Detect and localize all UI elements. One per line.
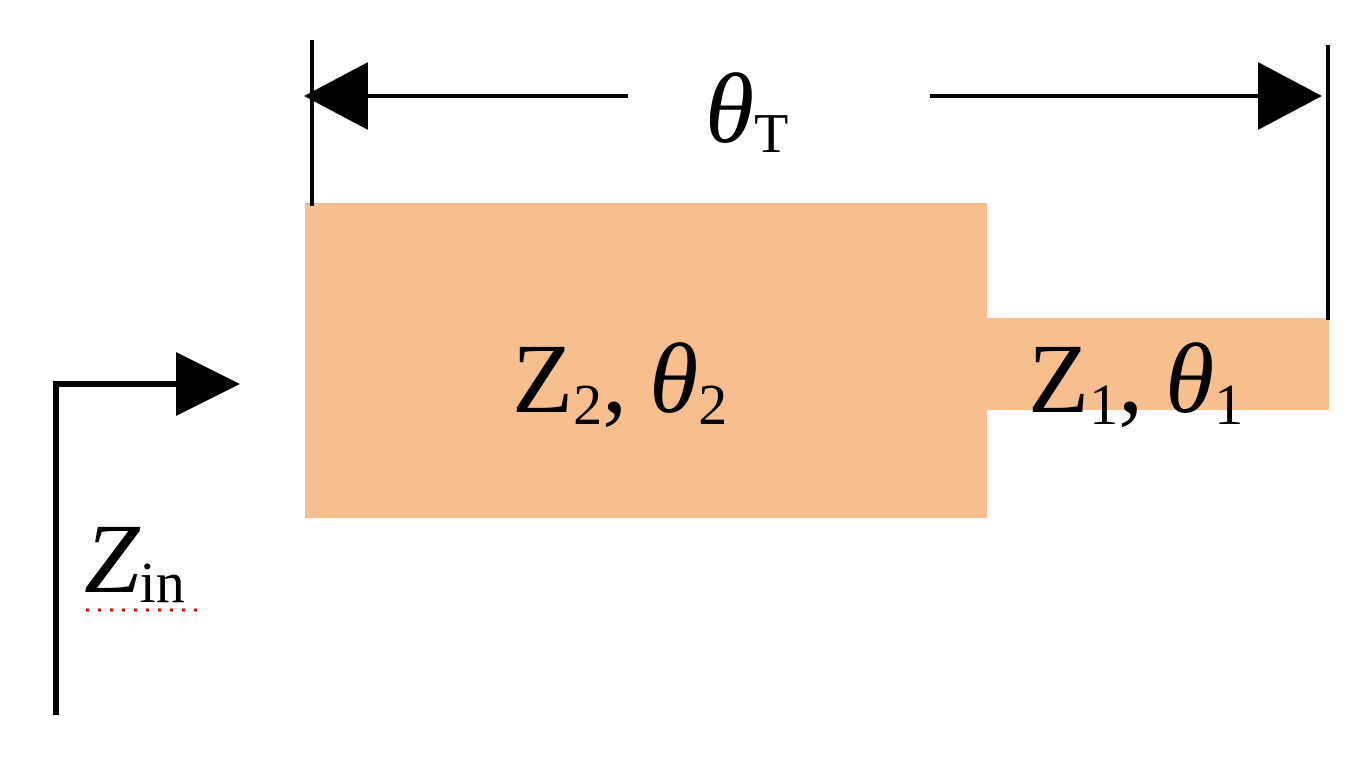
section-1-separator: ,: [1118, 323, 1143, 434]
section-2-separator: ,: [602, 323, 627, 434]
input-arrowhead: [176, 352, 240, 416]
section-1-theta-subscript: 1: [1214, 372, 1243, 437]
input-impedance-label: Zin: [84, 503, 185, 615]
section-2-label: Z2,θ2: [512, 323, 727, 437]
section-2-theta-subscript: 2: [698, 372, 727, 437]
total-length-subscript: T: [754, 103, 788, 165]
total-length-symbol: θ: [705, 53, 754, 164]
left-arrowhead: [304, 62, 368, 130]
section-2-z-subscript: 2: [573, 372, 602, 437]
input-impedance-subscript: in: [140, 550, 185, 615]
section-1-label: Z1,θ1: [1028, 323, 1243, 437]
section-2-theta: θ: [649, 323, 698, 434]
section-1-line: [985, 318, 1329, 410]
section-1-z: Z: [1028, 323, 1089, 434]
section-1-z-subscript: 1: [1089, 372, 1118, 437]
total-length-label: θT: [705, 53, 788, 165]
input-impedance-symbol: Z: [84, 503, 141, 614]
section-2-z: Z: [512, 323, 573, 434]
total-length-dimension: θT: [304, 40, 1330, 320]
section-2-line: [305, 203, 987, 518]
right-arrowhead: [1258, 62, 1322, 130]
section-1-theta: θ: [1165, 323, 1214, 434]
input-impedance-indicator: Zin: [53, 352, 240, 715]
